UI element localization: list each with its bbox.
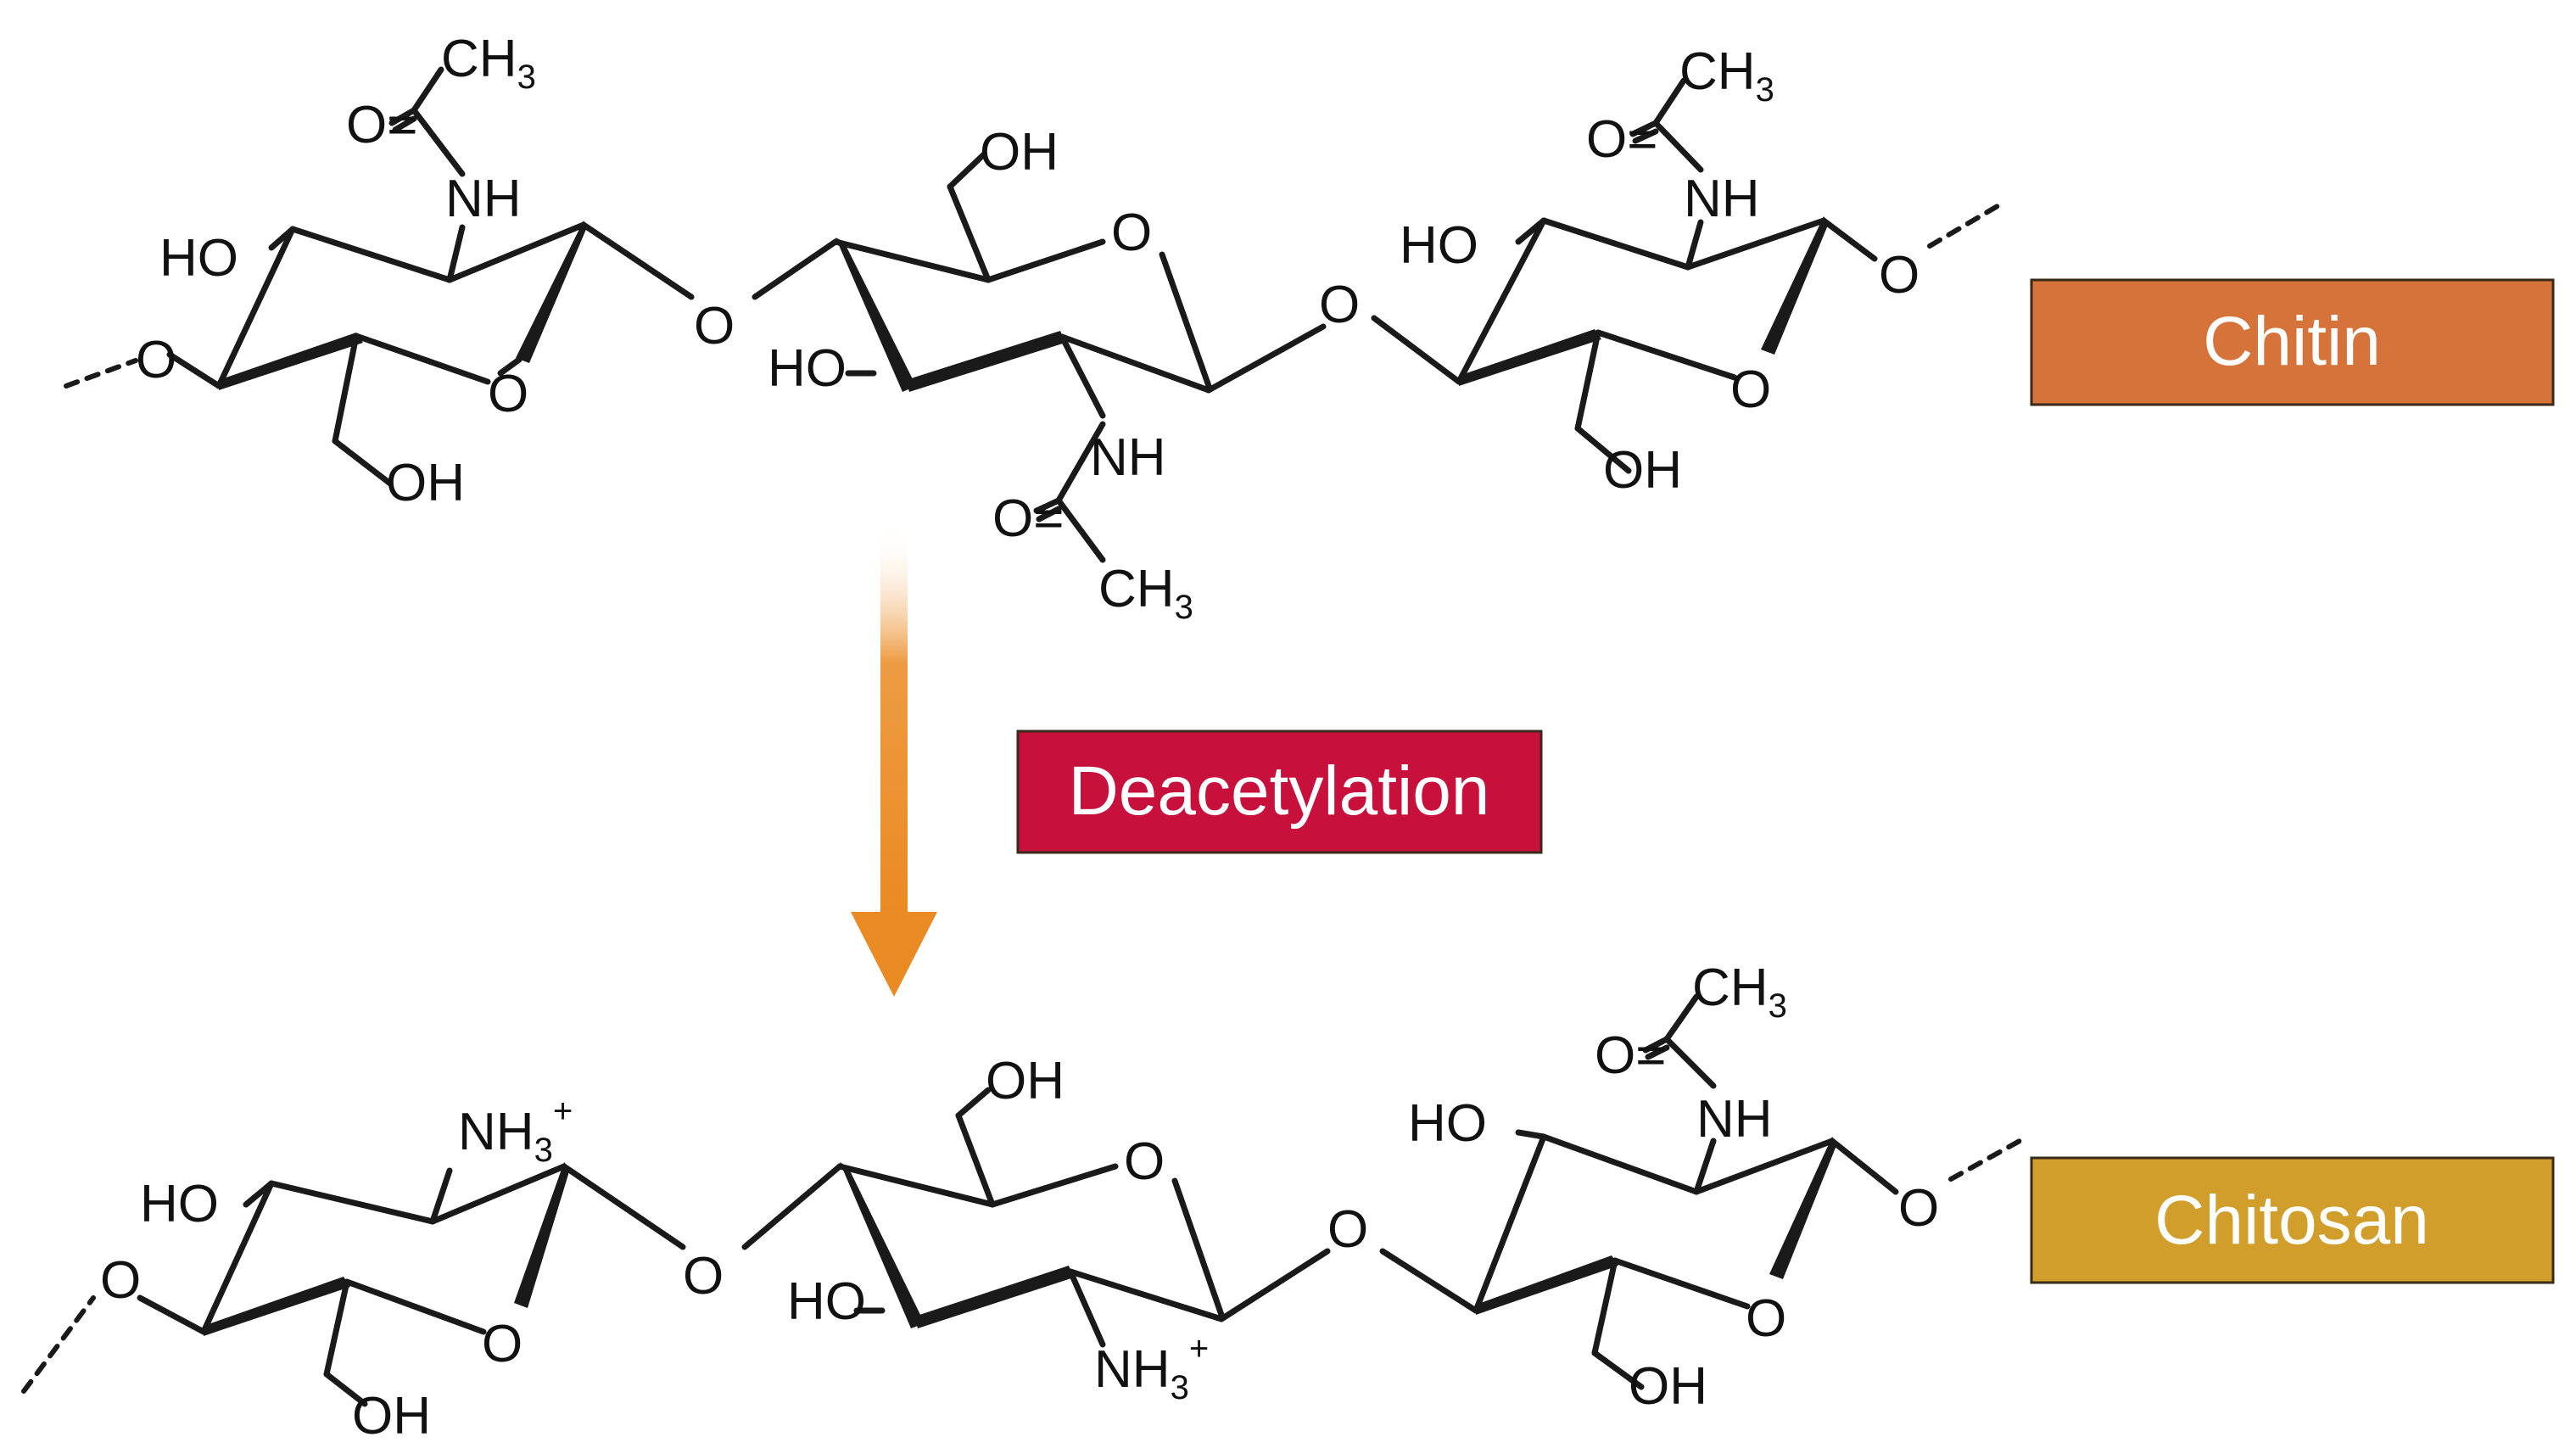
chitosan-text: Chitosan <box>2154 1182 2429 1259</box>
atom-ch3: CH3 <box>1098 560 1193 626</box>
chitin-ring-1 <box>166 66 695 487</box>
chitosan-ring-3 <box>1379 993 1899 1390</box>
chitosan-ring-1 <box>137 1162 686 1407</box>
atom-carbonyl: O= <box>992 489 1064 548</box>
deacetylation-text: Deacetylation <box>1069 752 1490 830</box>
deacetylation-label: Deacetylation <box>1016 730 1543 854</box>
chitin-label: Chitin <box>2030 278 2555 406</box>
atom-o: O <box>1879 246 1919 305</box>
chain-continuation-right <box>1927 201 2004 249</box>
atom-ring-o: O <box>488 365 528 423</box>
chitosan-structure: NH3+ HO O O OH O OH O HO NH3+ O CH3 O= N… <box>21 959 2030 1445</box>
atom-nh: NH <box>1696 1090 1773 1149</box>
atom-o: O <box>1898 1179 1939 1238</box>
chitosan-label: Chitosan <box>2030 1156 2555 1284</box>
reaction-arrow <box>851 526 937 997</box>
atom-nh3-plus: NH3+ <box>1094 1330 1209 1406</box>
chitin-ring-2 <box>752 151 1327 563</box>
chain-continuation-left <box>64 358 138 389</box>
deacetylation-box <box>1016 730 1543 854</box>
atom-ho: HO <box>159 229 238 288</box>
atom-oh: OH <box>1629 1357 1707 1416</box>
chitosan-box <box>2030 1156 2555 1284</box>
atom-glycosidic-o: O <box>683 1247 724 1305</box>
atom-glycosidic-o: O <box>1327 1200 1368 1259</box>
atom-carbonyl: O= <box>346 96 417 154</box>
atom-ho: HO <box>787 1272 866 1331</box>
chitin-structure: CH3 O= NH HO O O OH O OH O HO NH O= CH3 … <box>64 30 2004 626</box>
arrow-head <box>851 912 937 997</box>
atom-glycosidic-o: O <box>694 297 735 355</box>
atom-ch3: CH3 <box>441 30 536 96</box>
atom-ho: HO <box>1400 216 1478 275</box>
atom-ring-o: O <box>1111 204 1152 262</box>
atom-ring-o: O <box>1730 361 1771 419</box>
atom-ho: HO <box>1408 1094 1487 1153</box>
atom-oh: OH <box>1603 441 1682 500</box>
chain-continuation-left <box>21 1295 96 1394</box>
atom-oh: OH <box>986 1052 1064 1110</box>
atom-nh3-plus: NH3+ <box>458 1093 573 1169</box>
atom-nh: NH <box>1090 428 1166 487</box>
atom-ho: HO <box>140 1175 219 1233</box>
atom-ring-o: O <box>1746 1289 1786 1348</box>
atom-oh: OH <box>386 454 465 512</box>
arrow-shaft <box>880 526 908 916</box>
atom-ring-o: O <box>1124 1132 1165 1191</box>
chitosan-ring-2 <box>741 1087 1331 1348</box>
chitin-text: Chitin <box>2203 303 2381 380</box>
atom-ring-o: O <box>482 1315 522 1373</box>
atom-o: O <box>136 331 176 389</box>
atom-carbonyl: O= <box>1586 110 1657 169</box>
atom-carbonyl: O= <box>1595 1026 1666 1085</box>
atom-ch3: CH3 <box>1692 959 1787 1025</box>
chitin-ring-3 <box>1371 77 1878 474</box>
atom-oh: OH <box>980 123 1059 182</box>
atom-nh: NH <box>445 170 522 228</box>
atom-o: O <box>100 1251 141 1310</box>
atom-ch3: CH3 <box>1679 42 1774 109</box>
chitin-box <box>2030 278 2555 406</box>
chain-continuation-right <box>1948 1134 2030 1182</box>
atom-ho: HO <box>768 339 847 398</box>
atom-oh: OH <box>352 1387 431 1445</box>
atom-glycosidic-o: O <box>1319 276 1360 334</box>
atom-nh: NH <box>1684 170 1760 228</box>
